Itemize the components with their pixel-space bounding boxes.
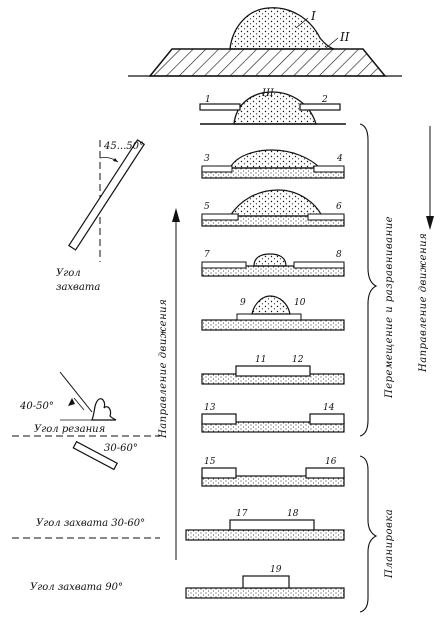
step-number-13: 13 bbox=[204, 403, 216, 413]
step-3-4 bbox=[201, 149, 345, 179]
step-number-16: 16 bbox=[325, 457, 337, 467]
step-number-9: 9 bbox=[240, 298, 246, 308]
step-17-18 bbox=[185, 519, 345, 541]
label-roman-3: III bbox=[261, 88, 275, 99]
brace-moving-leveling bbox=[359, 123, 378, 437]
capture-angle-label-1: Угол bbox=[56, 268, 81, 279]
angle-45-50-label: 45...50° bbox=[103, 141, 144, 152]
moving-leveling-label: Перемещение и разравнивание bbox=[384, 216, 395, 399]
label-roman-2: II bbox=[339, 30, 350, 44]
capture-angle-label-2: захвата bbox=[56, 282, 100, 293]
soil-pile-top bbox=[229, 7, 335, 50]
step-number-2: 2 bbox=[321, 95, 328, 105]
step-13-14 bbox=[201, 413, 345, 433]
step-number-19: 19 bbox=[270, 565, 282, 575]
step-number-5: 5 bbox=[204, 202, 210, 212]
capture-angle-sketch bbox=[68, 139, 146, 262]
step-number-6: 6 bbox=[336, 202, 342, 212]
step-11-12 bbox=[201, 365, 345, 385]
step-pile-3 bbox=[199, 91, 346, 125]
direction-label-left: Направление движения bbox=[158, 299, 169, 439]
step-number-10: 10 bbox=[294, 298, 306, 308]
step-number-18: 18 bbox=[287, 509, 299, 519]
step-7-8 bbox=[201, 253, 345, 277]
step-number-12: 12 bbox=[292, 355, 304, 365]
step-number-7: 7 bbox=[204, 250, 210, 260]
planning-label: Планировка bbox=[384, 509, 395, 579]
angle-40-50-label: 40-50° bbox=[19, 401, 54, 412]
cutting-angle-label: Угол резания bbox=[34, 424, 105, 435]
direction-label-right: Направление движения bbox=[418, 233, 429, 373]
step-number-8: 8 bbox=[336, 250, 342, 260]
capture-angle-30-60-label: Угол захвата 30-60° bbox=[36, 518, 145, 529]
label-roman-1: I bbox=[310, 9, 316, 23]
step-number-17: 17 bbox=[236, 509, 248, 519]
direction-arrow-left bbox=[172, 208, 180, 560]
brace-planning bbox=[359, 455, 378, 613]
step-9-10 bbox=[201, 295, 345, 331]
step-number-11: 11 bbox=[255, 355, 266, 365]
step-5-6 bbox=[201, 189, 345, 227]
step-number-4: 4 bbox=[336, 154, 343, 164]
embankment bbox=[128, 7, 402, 77]
capture-angle-90-label: Угол захвата 90° bbox=[30, 582, 123, 593]
step-number-14: 14 bbox=[323, 403, 335, 413]
cutting-angle-sketch bbox=[12, 371, 160, 539]
step-19 bbox=[185, 575, 345, 599]
direction-arrow-right bbox=[426, 126, 434, 230]
step-number-15: 15 bbox=[204, 457, 216, 467]
step-number-1: 1 bbox=[205, 95, 211, 105]
step-number-3: 3 bbox=[204, 154, 210, 164]
angle-30-60-label: 30-60° bbox=[104, 443, 138, 454]
step-15-16 bbox=[201, 467, 345, 487]
